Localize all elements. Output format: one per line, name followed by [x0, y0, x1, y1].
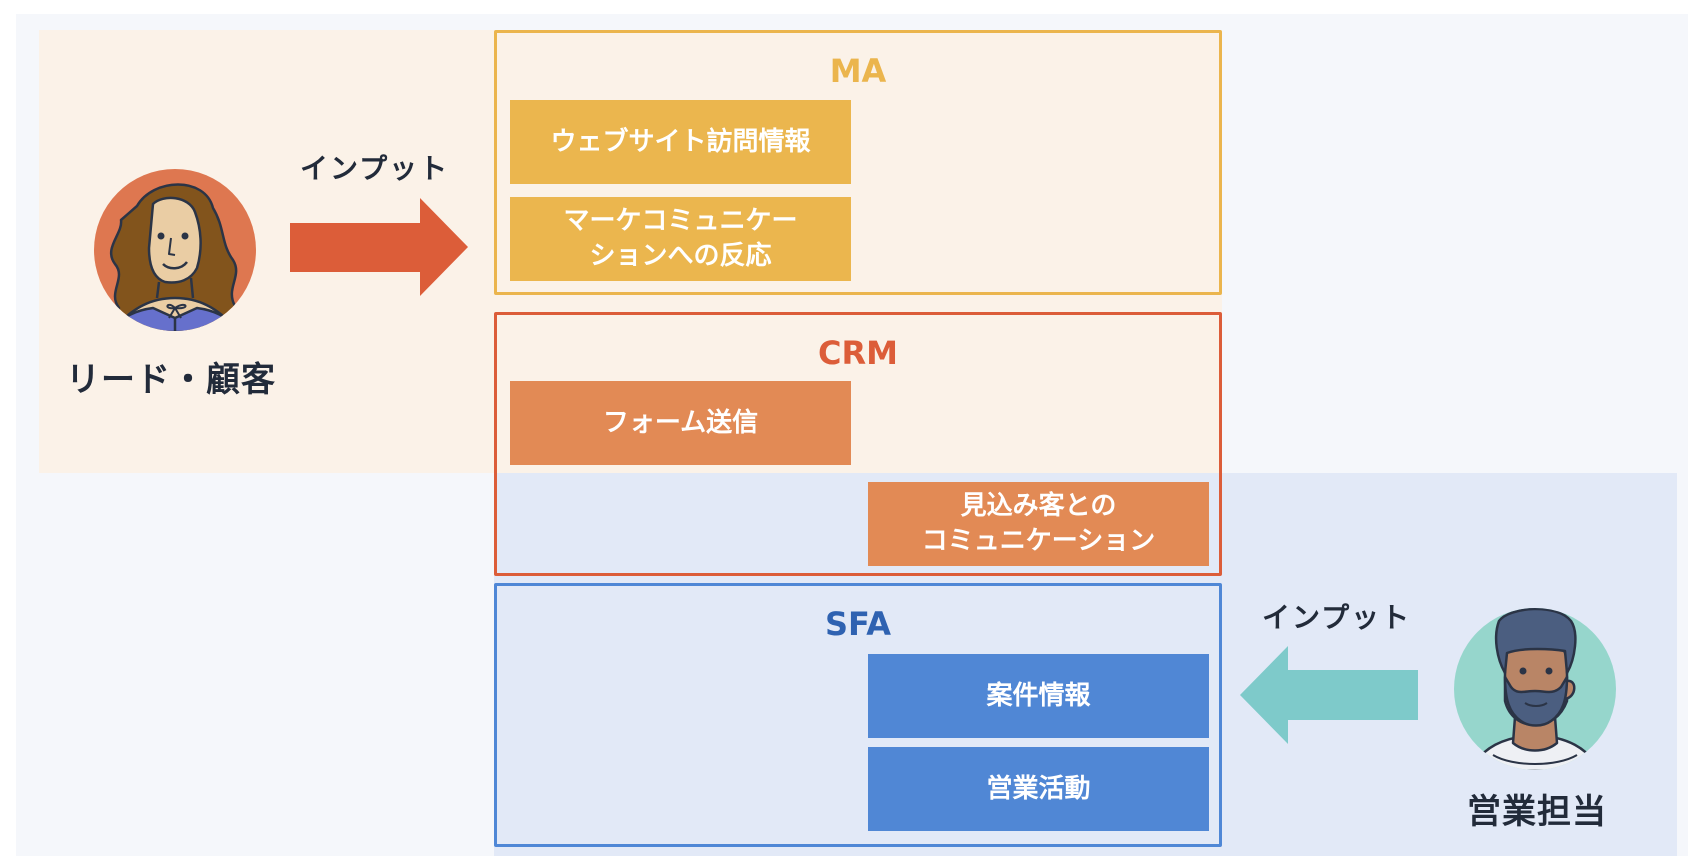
- ma-item-label-line1: マーケコミュニケー: [563, 206, 798, 236]
- lead-customer-label: リード・顧客: [66, 360, 276, 400]
- sfa-system-box: SFA: [494, 583, 1222, 847]
- crm-item-form-submission: フォーム送信: [510, 381, 851, 465]
- sales-input-arrow-icon: [1240, 646, 1418, 744]
- crm-item-prospect-communication: 見込み客との コミュニケーション: [868, 482, 1209, 566]
- crm-item-label-line1: 見込み客との: [960, 491, 1117, 521]
- sfa-item-sales-activity: 営業活動: [868, 747, 1209, 831]
- crm-title: CRM: [818, 334, 898, 372]
- ma-system-box: MA: [494, 30, 1222, 295]
- sfa-item-label: 案件情報: [986, 680, 1091, 711]
- sfa-item-label: 営業活動: [986, 773, 1091, 804]
- sales-rep-avatar: [1454, 608, 1616, 770]
- ma-item-label-line2: ションへの反応: [589, 241, 772, 271]
- sales-rep-label: 営業担当: [1467, 792, 1607, 832]
- ma-item-marketing-response: マーケコミュニケー ションへの反応: [510, 197, 851, 281]
- sfa-title: SFA: [825, 605, 891, 643]
- crm-item-label: フォーム送信: [602, 407, 759, 438]
- ma-item-label: ウェブサイト訪問情報: [550, 126, 811, 157]
- lead-customer-avatar: [94, 169, 256, 331]
- lead-input-label: インプット: [300, 152, 450, 185]
- ma-item-website-visits: ウェブサイト訪問情報: [510, 100, 851, 184]
- lead-input-arrow-icon: [290, 198, 468, 296]
- sfa-item-deal-info: 案件情報: [868, 654, 1209, 738]
- crm-item-label-line2: コミュニケーション: [921, 526, 1156, 556]
- crm-system-box: CRM: [494, 312, 1222, 576]
- ma-title: MA: [829, 52, 887, 90]
- sales-input-label: インプット: [1262, 601, 1412, 634]
